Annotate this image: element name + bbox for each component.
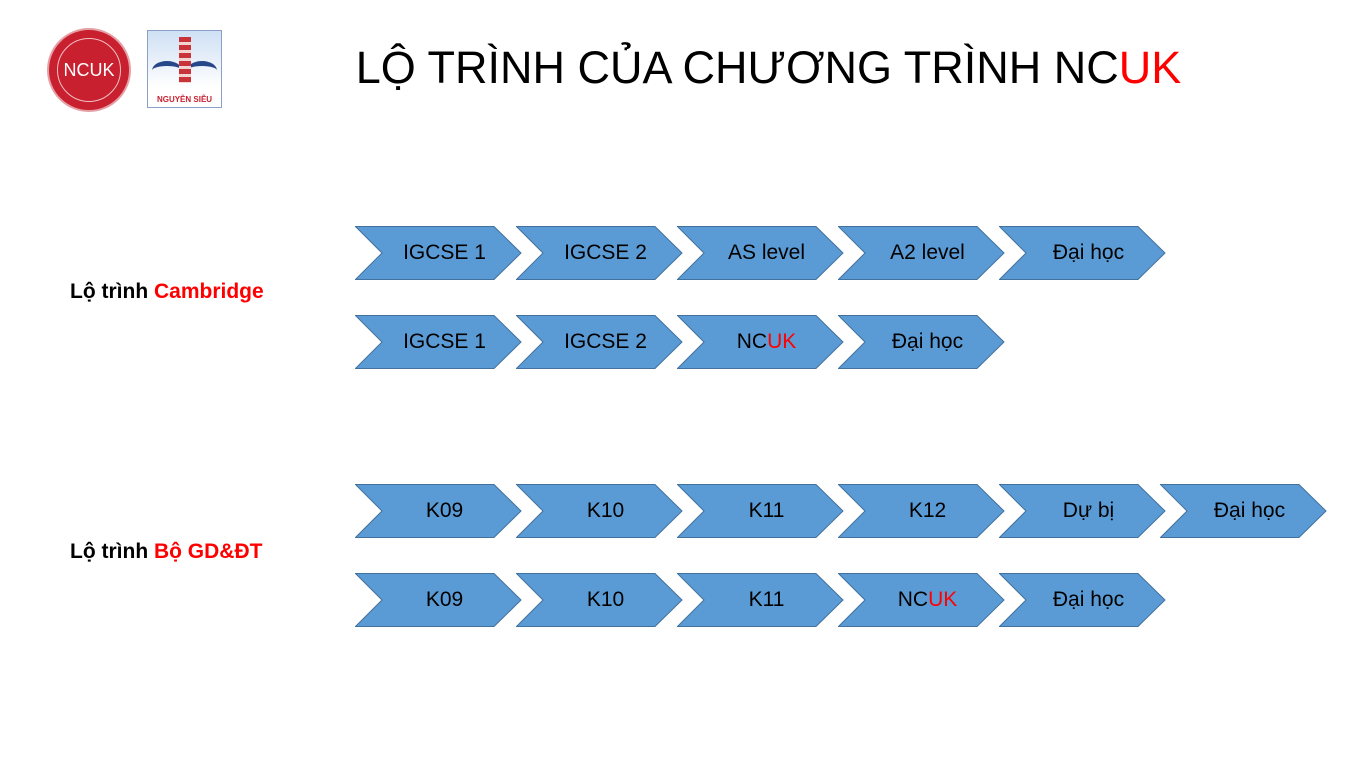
chevron-label: K09 (425, 499, 464, 522)
page-title: LỘ TRÌNH CỦA CHƯƠNG TRÌNH NCUK (355, 42, 1182, 93)
chevron-label: IGCSE 1 (403, 241, 486, 264)
chevron-shape (677, 573, 844, 627)
chevron-label: K09 (425, 588, 464, 611)
chevron-step: IGCSE 1 (355, 226, 522, 280)
chevron-label: Đại học (1213, 499, 1286, 522)
chevron-label: Đại học (1052, 588, 1125, 611)
chevron-step: A2 level (838, 226, 1005, 280)
chevron-label: K10 (586, 499, 625, 522)
chevron-step: Đại học (838, 315, 1005, 369)
chevron-shape (1160, 484, 1327, 538)
chevron-shape (677, 226, 844, 280)
chevron-step: Đại học (1160, 484, 1327, 538)
chevron-shape (677, 484, 844, 538)
chevron-step: K12 (838, 484, 1005, 538)
chevron-step: NCUK (838, 573, 1005, 627)
chevron-shape (999, 484, 1166, 538)
ncuk-logo: NCUK (47, 28, 131, 112)
chevron-shape (838, 484, 1005, 538)
chevron-step: K10 (516, 484, 683, 538)
chevron-label: K11 (748, 588, 785, 611)
chevron-label: NCUK (897, 588, 958, 611)
chevron-shape (516, 315, 683, 369)
chevron-step: NCUK (677, 315, 844, 369)
chevron-shape (838, 573, 1005, 627)
chevron-label: IGCSE 1 (403, 330, 486, 353)
chevron-label: AS level (727, 241, 806, 264)
chevron-label: Dự bị (1062, 499, 1115, 522)
chevron-shape (355, 226, 522, 280)
chevron-step: IGCSE 2 (516, 226, 683, 280)
chevron-label: A2 level (890, 241, 965, 264)
chevron-shape (999, 226, 1166, 280)
chevron-step: K09 (355, 573, 522, 627)
chevron-step: K10 (516, 573, 683, 627)
chevron-shape (355, 315, 522, 369)
chevron-step: AS level (677, 226, 844, 280)
chevron-label: Đại học (891, 330, 964, 353)
chevron-step: Đại học (999, 226, 1166, 280)
chevron-shape (516, 226, 683, 280)
chevron-shape (355, 484, 522, 538)
route-label-moet: Lộ trình Bộ GD&ĐT (70, 540, 263, 563)
chevron-step: IGCSE 2 (516, 315, 683, 369)
chevron-label: Đại học (1052, 241, 1125, 264)
chevron-label: IGCSE 2 (564, 241, 647, 264)
route-label-cambridge: Lộ trình Cambridge (70, 280, 264, 303)
chevron-shape (677, 315, 844, 369)
chevron-label: K11 (748, 499, 785, 522)
chevron-shape (838, 226, 1005, 280)
chevron-step: K11 (677, 484, 844, 538)
chevron-shape (999, 573, 1166, 627)
chevron-step: IGCSE 1 (355, 315, 522, 369)
chevron-label: NCUK (736, 330, 797, 353)
chevron-label: K10 (586, 588, 625, 611)
chevron-step: K09 (355, 484, 522, 538)
chevron-shape (516, 573, 683, 627)
chevron-step: Dự bị (999, 484, 1166, 538)
chevron-shape (355, 573, 522, 627)
chevron-step: K11 (677, 573, 844, 627)
chevron-shape (838, 315, 1005, 369)
chevron-label: IGCSE 2 (564, 330, 647, 353)
chevron-step: Đại học (999, 573, 1166, 627)
nguyen-sieu-logo: NGUYỄN SIÊU (147, 30, 222, 108)
chevron-shape (516, 484, 683, 538)
chevron-label: K12 (908, 499, 947, 522)
